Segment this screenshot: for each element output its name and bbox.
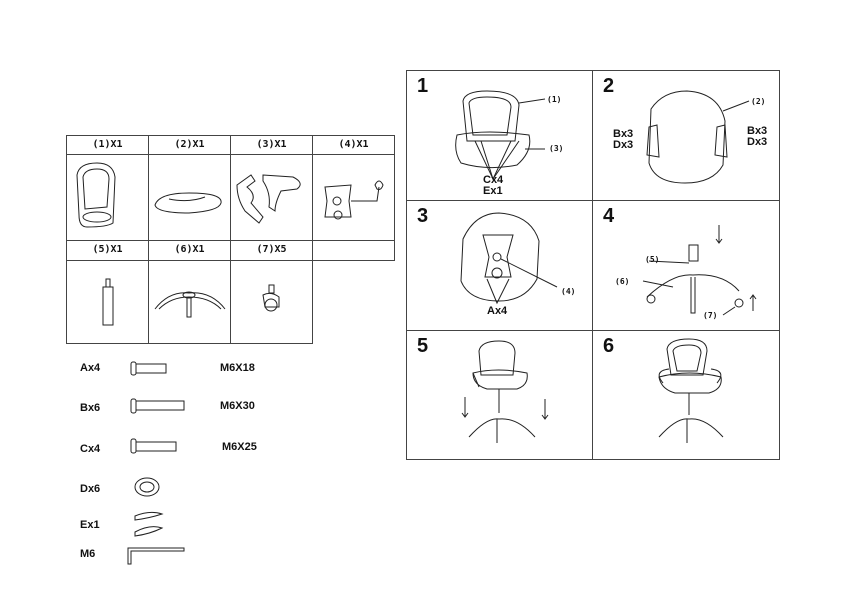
hardware-size-b: M6X30 [220,400,255,412]
bolt-a-icon [130,361,167,376]
bolt-c-icon [130,438,177,454]
step-label: (4) [561,287,576,296]
step-number: 5 [417,335,429,357]
step-label: Ex1 [483,185,503,197]
step-label: (2) [751,97,766,106]
step-number: 6 [603,335,615,357]
hardware-code-e: Ex1 [80,519,100,531]
step-label: Dx3 [613,139,634,151]
allen-key-icon [127,547,185,565]
part-image-caster [230,260,313,344]
step-3: 3 (4) Ax4 [406,200,593,331]
washer-icon [134,477,160,497]
step-2: 2 (2) Bx3 Dx3 Bx3 Dx3 [592,70,780,201]
step-label: Bx3 [747,125,768,137]
hardware-code-a: Ax4 [80,362,101,374]
step-number: 3 [417,205,429,227]
step-number: 4 [603,205,615,227]
step-6: 6 [592,330,780,460]
step-4: 4 (5) (6) (7) [592,200,780,331]
hardware-size-c: M6X25 [222,441,257,453]
step-1: 1 (1) (3) Cx4 Ex1 [406,70,593,201]
spacer-icon [134,511,164,537]
step-label: Dx3 [747,136,768,148]
step-number: 2 [603,75,615,97]
step-label: Ax4 [487,305,508,317]
hardware-code-b: Bx6 [80,402,101,414]
bolt-b-icon [130,398,185,414]
step-label: Bx3 [613,128,634,140]
hardware-code-m6: M6 [80,548,96,560]
hardware-code-c: Cx4 [80,443,101,455]
step-number: 1 [417,75,429,97]
step-label: (5) [645,255,660,264]
step-label: Cx4 [483,174,504,186]
step-label: (6) [615,277,630,286]
hardware-code-d: Dx6 [80,483,101,495]
empty-header-cell [312,240,395,261]
hardware-size-a: M6X18 [220,362,255,374]
step-label: (7) [703,311,718,320]
step-label: (1) [547,95,562,104]
step-label: (3) [549,144,564,153]
step-5: 5 [406,330,593,460]
